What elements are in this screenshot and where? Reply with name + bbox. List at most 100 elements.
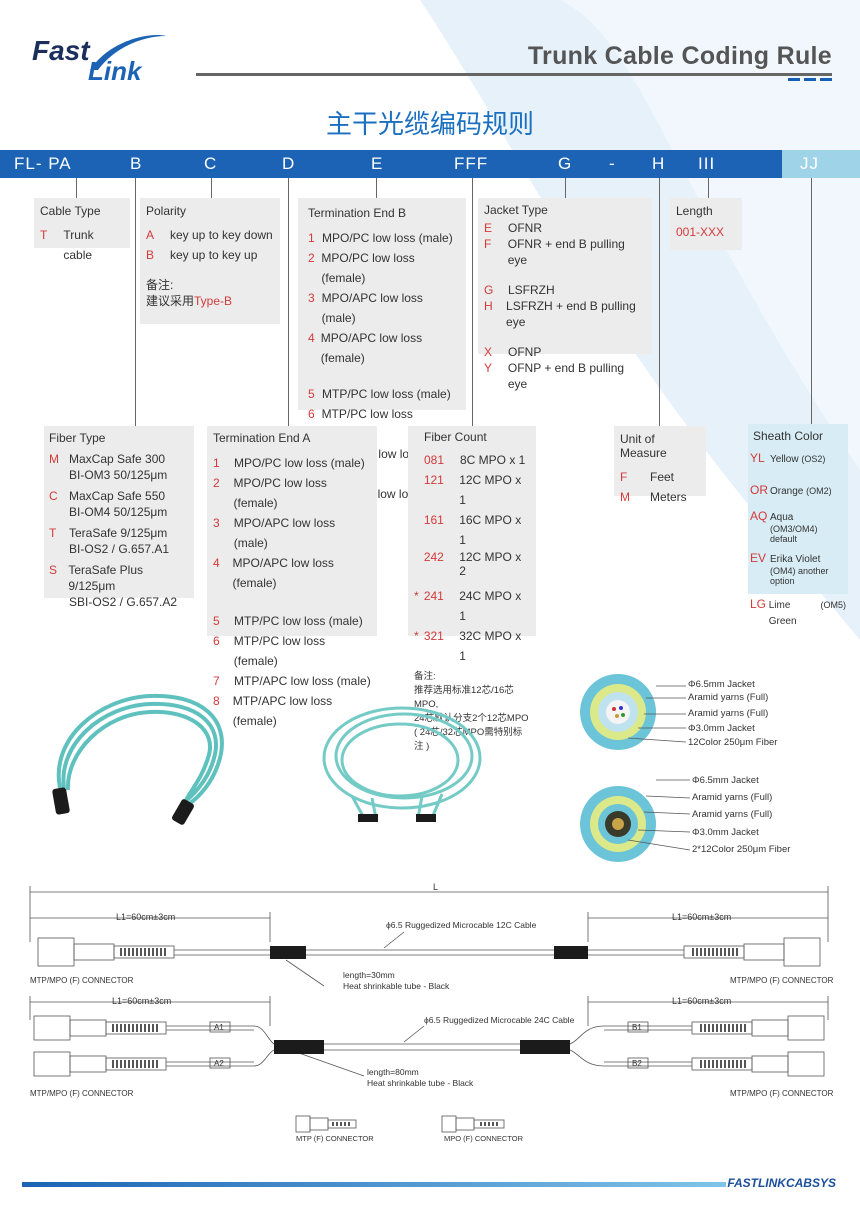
trunk-cable-photo-1 <box>52 693 224 825</box>
cross-label: Φ3.0mm Jacket <box>688 723 755 734</box>
code-key: M <box>620 490 630 504</box>
length-note: length=80mm <box>367 1067 419 1077</box>
leader-line <box>659 178 660 426</box>
cross-label: Aramid yarns (Full) <box>688 708 769 719</box>
code-key: OR <box>750 483 768 497</box>
code-key: 321 <box>423 629 444 643</box>
code-label: MaxCap Safe 550 <box>69 489 166 503</box>
code-sub: (OM5) <box>820 600 847 610</box>
connector-drawings <box>295 1115 505 1133</box>
code-label: MTP/PC low loss (male) <box>322 387 451 401</box>
code-key: LG <box>750 597 767 611</box>
cross-label: Aramid yarns (Full) <box>692 809 773 820</box>
code-label: MPO/APC low loss (female) <box>232 556 334 590</box>
code-key: 241 <box>423 589 444 603</box>
code-key: 6 <box>308 407 315 421</box>
tube-note: Heat shrinkable tube - Black <box>343 981 450 991</box>
code-label: 16C MPO x 1 <box>459 513 522 547</box>
svg-text:Fast: Fast <box>32 35 91 66</box>
code-key: F <box>484 237 492 251</box>
code-label: MTP/PC low loss (female) <box>233 634 326 668</box>
code-key: AQ <box>750 509 768 523</box>
star-mark <box>414 550 424 578</box>
code-label: key up to key down <box>170 228 273 242</box>
fiber-type-title: Fiber Type <box>49 431 106 445</box>
fastlink-logo: Fast Link <box>32 35 166 84</box>
code-key: 081 <box>424 453 445 467</box>
code-bar <box>0 150 782 178</box>
leader-line <box>376 178 377 198</box>
note-highlight: Type-B <box>194 294 233 308</box>
code-segment: FFF <box>454 154 489 173</box>
code-label: MTP/APC low loss (female) <box>232 694 333 728</box>
code-segment: D <box>282 154 296 173</box>
code-segment: E <box>371 154 384 173</box>
code-label: 32C MPO x 1 <box>459 629 522 663</box>
leg-label: B1 <box>632 1023 642 1032</box>
mtp-connector-label: MTP (F) CONNECTOR <box>296 1134 374 1143</box>
code-key: 1 <box>213 456 220 470</box>
leader-line <box>708 178 709 198</box>
code-label: TeraSafe 9/125μm <box>69 526 168 540</box>
code-sub: (OM3/OM4) default <box>770 524 818 544</box>
code-label: MPO/APC low loss (male) <box>321 291 423 325</box>
dim-l1-right: L1=60cm±3cm <box>672 996 732 1006</box>
code-sub: (OM2) <box>806 486 832 496</box>
leg-label: B2 <box>632 1059 642 1068</box>
connector-label: MTP/MPO (F) CONNECTOR <box>730 976 834 985</box>
note-label: 备注: <box>414 671 436 682</box>
dim-l1-right: L1=60cm±3cm <box>672 912 732 922</box>
code-key: 242 <box>423 550 444 564</box>
code-segment: G <box>558 154 573 173</box>
code-key: S <box>49 563 58 577</box>
code-label: Feet <box>650 470 675 484</box>
cross-label: Φ6.5mm Jacket <box>688 679 755 690</box>
code-key: M <box>49 452 59 466</box>
leader-line <box>211 178 212 198</box>
code-sub: BI-OS2 / G.657.A1 <box>69 542 170 556</box>
note-label: 备注: <box>146 278 174 292</box>
code-sub: BI-OM4 50/125μm <box>69 505 168 519</box>
code-key: A <box>146 228 155 242</box>
code-label: MTP/PC low loss (male) <box>234 614 363 628</box>
code-key: 161 <box>423 513 444 527</box>
cable-type-title: Cable Type <box>40 204 101 218</box>
code-key: H <box>484 299 493 313</box>
code-sub: (OM4) another option <box>770 566 829 586</box>
leg-label: A1 <box>214 1023 224 1032</box>
code-segment: B <box>130 154 143 173</box>
code-label: Lime Green <box>768 600 797 627</box>
code-label: TeraSafe Plus 9/125μm <box>68 563 144 593</box>
fiber-count-title: Fiber Count <box>424 430 487 444</box>
unit-title: Unit of Measure <box>620 432 667 460</box>
cross-label: Φ3.0mm Jacket <box>692 827 759 838</box>
code-label: Meters <box>650 490 687 504</box>
title-dash <box>804 78 816 81</box>
drawing-12c-cable <box>29 886 829 987</box>
code-key: 121 <box>423 473 444 487</box>
jacket-type-title: Jacket Type <box>484 203 548 217</box>
star-mark: * <box>414 589 419 603</box>
code-label: MPO/PC low loss (female) <box>321 251 415 285</box>
dim-l1-left: L1=60cm±3cm <box>116 912 176 922</box>
dim-l1-left: L1=60cm±3cm <box>112 996 172 1006</box>
code-key: EV <box>750 551 767 565</box>
note-text: 建议采用 <box>146 294 195 308</box>
cable-label: ϕ6.5 Ruggedized Microcable 24C Cable <box>424 1015 575 1025</box>
code-key: 4 <box>308 331 315 345</box>
code-label: 8C MPO x 1 <box>460 453 526 467</box>
code-key: T <box>40 228 48 242</box>
code-key: C <box>49 489 58 503</box>
sheath-title: Sheath Color <box>753 429 824 443</box>
mpo-connector-label: MPO (F) CONNECTOR <box>444 1134 524 1143</box>
length-note: length=30mm <box>343 970 395 980</box>
code-key: B <box>146 248 155 262</box>
star-mark <box>414 470 424 510</box>
code-key: 3 <box>213 516 220 530</box>
code-key: T <box>49 526 57 540</box>
